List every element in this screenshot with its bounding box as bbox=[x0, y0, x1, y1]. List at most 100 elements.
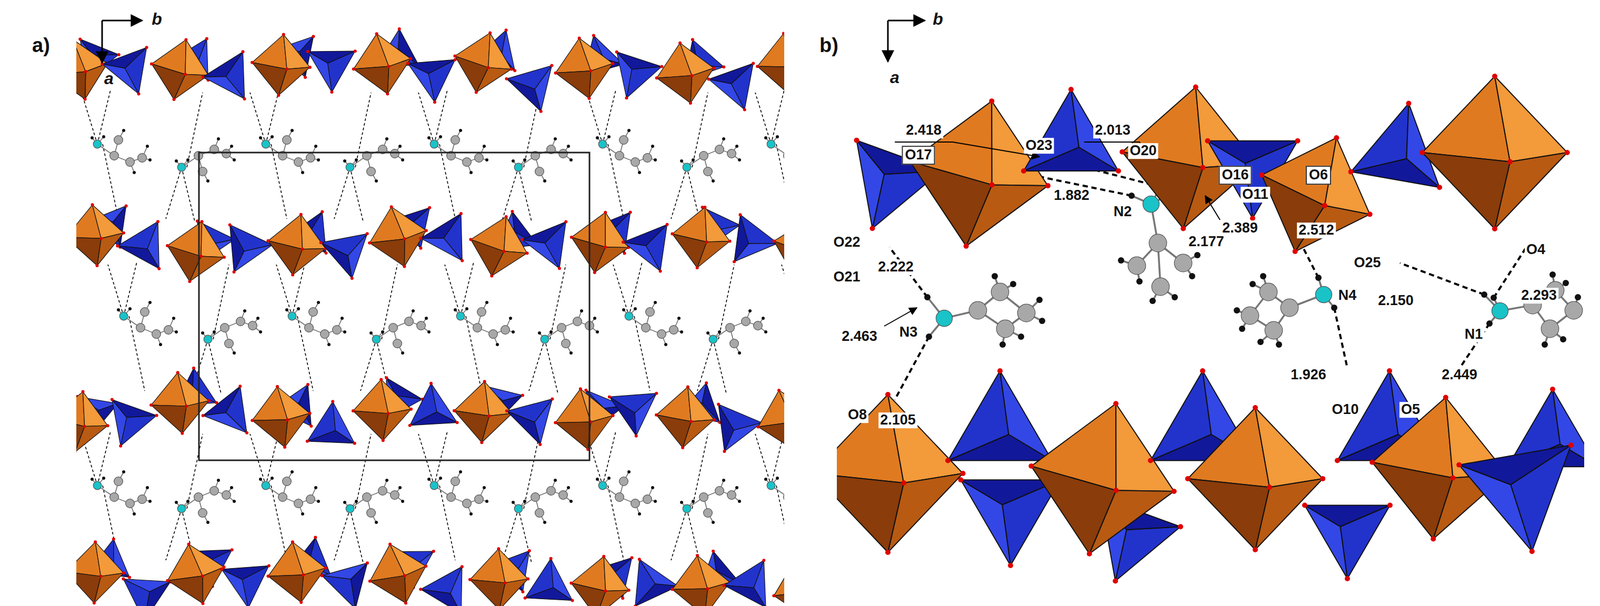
oxygen-atom bbox=[1177, 524, 1184, 530]
hydrogen-atom bbox=[398, 486, 402, 490]
polyhedron-face bbox=[151, 63, 186, 100]
oxygen-atom bbox=[390, 205, 394, 209]
carbon-atom bbox=[1564, 301, 1583, 320]
oxygen-atom bbox=[706, 77, 710, 82]
oxygen-atom bbox=[1252, 547, 1258, 553]
oxygen-atom bbox=[99, 236, 103, 240]
polyhedron-face bbox=[252, 62, 287, 96]
atom-or-distance-label: 2.463 bbox=[840, 328, 879, 345]
oxygen-atom bbox=[670, 232, 674, 236]
oxygen-atom bbox=[611, 62, 615, 66]
nitrogen-atom bbox=[624, 312, 634, 321]
carbon-atom bbox=[308, 307, 318, 317]
hydrogen-atom bbox=[385, 137, 389, 141]
hydrogen-bond bbox=[628, 262, 643, 317]
atom-or-distance-label: 2.150 bbox=[1376, 293, 1416, 309]
oxygen-atom bbox=[308, 412, 312, 416]
hydrogen-atom bbox=[775, 476, 779, 480]
oxygen-atom bbox=[688, 101, 693, 105]
octahedron bbox=[352, 32, 413, 96]
oxygen-atom bbox=[83, 424, 87, 428]
carbon-atom bbox=[294, 499, 304, 509]
cation-molecule bbox=[1481, 271, 1583, 348]
molecule-layer bbox=[81, 90, 785, 564]
octahedron bbox=[907, 98, 1051, 249]
carbon-atom bbox=[561, 339, 571, 349]
polyhedron-face bbox=[76, 237, 102, 266]
polyhedron-face bbox=[185, 39, 209, 76]
carbon-atom bbox=[451, 477, 460, 487]
cation-molecule bbox=[622, 301, 684, 347]
polyhedron-face bbox=[202, 76, 245, 99]
hydrogen-atom bbox=[711, 521, 715, 525]
carbon-atom bbox=[220, 323, 230, 333]
hydrogen-bond bbox=[181, 167, 195, 222]
oxygen-atom bbox=[1115, 168, 1122, 174]
nitrogen-atom bbox=[598, 140, 607, 149]
octahedron bbox=[76, 37, 109, 102]
oxygen-atom bbox=[306, 50, 310, 54]
axis-arrows bbox=[102, 20, 143, 63]
hydrogen-atom bbox=[401, 351, 405, 355]
carbon-atom bbox=[222, 149, 232, 159]
oxygen-atom bbox=[250, 418, 254, 423]
tetrahedron bbox=[201, 384, 249, 435]
hydrogen-atom bbox=[465, 307, 469, 311]
hydrogen-bond bbox=[607, 485, 624, 561]
carbon-atom bbox=[631, 157, 640, 167]
polyhedron-face bbox=[1122, 152, 1203, 229]
hydrogen-atom bbox=[991, 273, 998, 280]
hydrogen-atom bbox=[735, 144, 739, 148]
oxygen-atom bbox=[238, 384, 242, 388]
polyhedron-face bbox=[506, 78, 541, 112]
hydrogen-atom bbox=[637, 171, 642, 175]
hydrogen-atom bbox=[1260, 273, 1267, 280]
oxygen-atom bbox=[1450, 475, 1456, 481]
oxygen-atom bbox=[1568, 442, 1574, 448]
carbon-atom bbox=[152, 330, 162, 339]
octahedron bbox=[453, 31, 513, 95]
hydrogen-atom bbox=[1549, 271, 1556, 278]
oxygen-atom bbox=[384, 376, 388, 380]
hydrogen-atom bbox=[340, 316, 344, 320]
octahedron bbox=[149, 371, 211, 436]
polyhedron-face bbox=[167, 245, 202, 282]
polyhedron-face bbox=[404, 230, 426, 267]
hydrogen-atom bbox=[206, 521, 210, 525]
oxygen-atom bbox=[854, 137, 860, 144]
oxygen-atom bbox=[1443, 395, 1449, 401]
polyhedron-face bbox=[267, 575, 304, 603]
oxygen-atom bbox=[627, 588, 631, 593]
polyhedron-face bbox=[167, 576, 203, 604]
oxygen-atom bbox=[100, 62, 104, 66]
octahedron bbox=[76, 390, 110, 455]
hydrogen-bond bbox=[755, 92, 772, 145]
hydrogen-bond bbox=[686, 508, 700, 564]
oxygen-atom bbox=[353, 442, 357, 446]
tetrahedron bbox=[1348, 100, 1443, 190]
tetrahedron bbox=[121, 577, 172, 606]
polyhedron-face bbox=[773, 591, 785, 606]
oxygen-atom bbox=[503, 581, 507, 585]
oxygen-atom bbox=[149, 403, 153, 407]
polyhedron-face bbox=[1261, 175, 1325, 253]
hydrogen-atom bbox=[553, 137, 557, 141]
oxygen-atom bbox=[1295, 138, 1301, 144]
hydrogen-bond bbox=[418, 92, 435, 145]
oxygen-atom bbox=[150, 62, 154, 66]
oxygen-atom bbox=[655, 76, 659, 80]
oxygen-atom bbox=[1068, 86, 1074, 93]
oxygen-atom bbox=[570, 235, 574, 239]
nitrogen-atom bbox=[598, 481, 607, 490]
oxygen-atom bbox=[324, 566, 328, 570]
hydrogen-atom bbox=[680, 501, 684, 505]
oxygen-atom bbox=[755, 64, 759, 68]
oxygen-atom bbox=[207, 399, 211, 403]
oxygen-atom bbox=[136, 92, 140, 96]
carbon-atom bbox=[110, 493, 119, 503]
atom-or-distance-label: O21 bbox=[831, 269, 862, 286]
oxygen-atom bbox=[201, 602, 205, 606]
oxygen-atom bbox=[628, 211, 633, 215]
oxygen-atom bbox=[375, 32, 379, 36]
oxygen-atom bbox=[488, 31, 492, 35]
